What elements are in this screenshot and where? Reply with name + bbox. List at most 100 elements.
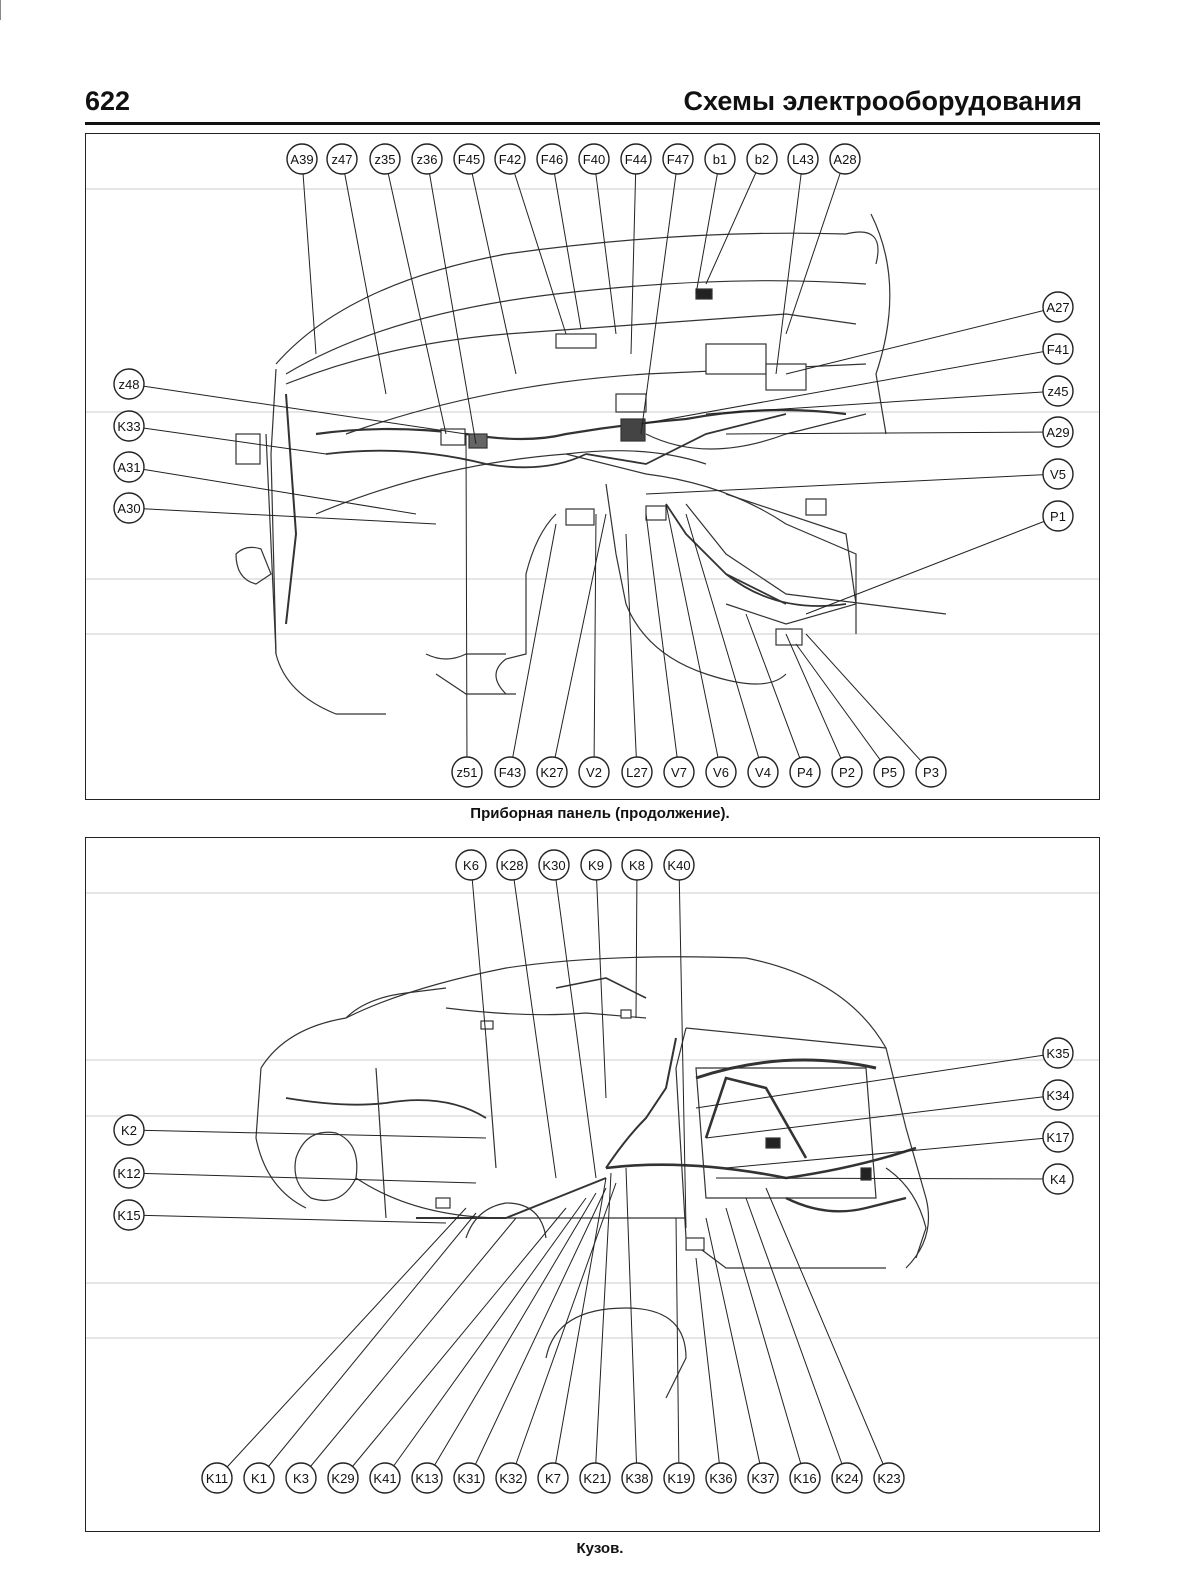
callout-circle [411,1462,443,1494]
callout-label: K7 [545,1471,561,1486]
callout-label: K11 [206,1471,228,1486]
callout-k27: K27 [536,756,568,788]
callout-k6: K6 [455,849,487,881]
callout-label: K40 [667,858,690,873]
callout-k8: K8 [621,849,653,881]
callout-circle [243,1462,275,1494]
callout-k23: K23 [873,1462,905,1494]
callout-f41: F41 [1042,333,1074,365]
leader-line [725,1207,806,1479]
page-title: Схемы электрооборудования [683,86,1082,116]
scan-edge-mark [0,0,13,20]
callout-circle [451,756,483,788]
callout-circle [621,1462,653,1494]
callout-l43: L43 [787,143,819,175]
callout-b2: b2 [746,143,778,175]
callout-circle [494,756,526,788]
callout-label: P1 [1050,509,1066,524]
callout-circle [201,1462,233,1494]
callout-label: A31 [117,460,140,475]
leader-line [630,158,637,355]
callout-k3: K3 [285,1462,317,1494]
callout-circle [789,1462,821,1494]
callout-circle [1042,291,1074,323]
callout-a30: A30 [113,492,145,524]
leader-line [594,1172,612,1479]
callout-circle [662,143,694,175]
leader-line [468,158,517,375]
callout-v7: V7 [663,756,695,788]
leader-line [593,158,617,335]
callout-k13: K13 [411,1462,443,1494]
leader-line [775,158,804,375]
leader-line [725,1136,1059,1169]
leader-line [128,1129,487,1139]
callout-circle [580,849,612,881]
callout-f44: F44 [620,143,652,175]
callout-k17: K17 [1042,1121,1074,1153]
leader-line [695,1052,1059,1109]
dashboard-caption: Приборная панель (продолжение). [470,805,730,822]
callout-label: L43 [792,152,814,167]
callout-circle [578,756,610,788]
leader-line [695,158,721,295]
callout-label: P2 [839,765,855,780]
callout-k34: K34 [1042,1079,1074,1111]
callout-label: V7 [671,765,687,780]
callout-label: A27 [1046,300,1069,315]
callout-p5: P5 [873,756,905,788]
callout-label: z45 [1048,384,1069,399]
callout-circle [113,1199,145,1231]
callout-circle [831,756,863,788]
leader-line [384,158,447,435]
callout-v4: V4 [747,756,779,788]
leader-line [675,1217,680,1479]
callout-circle [620,143,652,175]
callout-label: K12 [117,1166,140,1181]
leader-line [552,1177,607,1479]
leader-line [745,613,806,773]
callout-label: K29 [331,1471,354,1486]
callout-circle [704,143,736,175]
callout-circle [915,756,947,788]
callout-k21: K21 [579,1462,611,1494]
leader-line [216,1207,467,1479]
leader-line [551,158,582,330]
callout-label: F44 [625,152,647,167]
callout-circle [286,143,318,175]
callout-circle [113,492,145,524]
callout-circle [1042,333,1074,365]
callout-circle [1042,500,1074,532]
leader-line [511,864,557,1179]
callout-circle [579,1462,611,1494]
callout-label: F45 [458,152,480,167]
callout-label: F42 [499,152,521,167]
callout-circle [787,143,819,175]
leader-line [595,864,607,1099]
callout-k31: K31 [453,1462,485,1494]
leader-line [625,533,638,773]
callout-label: K31 [457,1471,480,1486]
callout-circle [369,143,401,175]
callout-label: K17 [1046,1130,1069,1145]
callout-circle [1042,458,1074,490]
callout-label: K28 [500,858,523,873]
callout-z51: z51 [451,756,483,788]
leader-line [341,158,387,395]
callout-label: F40 [583,152,605,167]
callout-circle [747,1462,779,1494]
leader-line [551,513,607,773]
callout-circle [746,143,778,175]
leader-line [785,158,846,335]
callout-label: K2 [121,1123,137,1138]
callout-label: V2 [586,765,602,780]
callout-circle [495,1462,527,1494]
callout-label: V4 [755,765,771,780]
leader-line [635,864,638,1019]
callout-k35: K35 [1042,1037,1074,1069]
callout-v2: V2 [578,756,610,788]
callout-a31: A31 [113,451,145,483]
